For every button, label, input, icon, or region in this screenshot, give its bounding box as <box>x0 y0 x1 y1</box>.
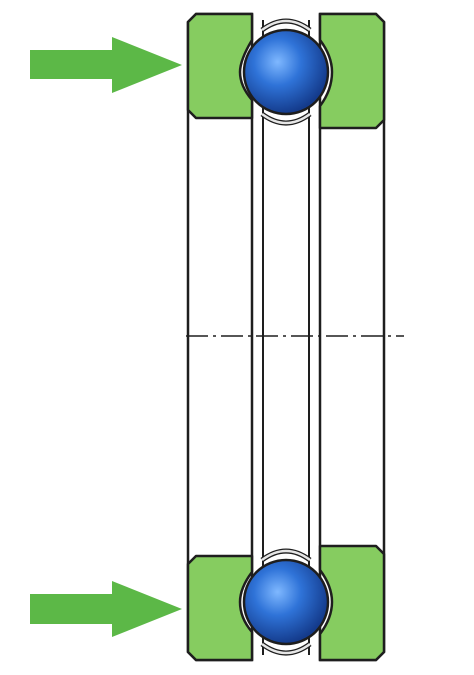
cage <box>262 20 310 655</box>
ball-top <box>242 28 330 116</box>
shaft-washer-raceway-top <box>186 12 254 120</box>
cage-pocket-top <box>260 18 312 126</box>
housing-washer-raceway-top <box>318 12 386 130</box>
load-arrow-bottom <box>30 581 182 637</box>
ball-bottom <box>242 558 330 646</box>
housing-washer-raceway-bottom <box>318 544 386 662</box>
cage-pocket-bottom <box>260 548 312 656</box>
load-arrow-top <box>30 37 182 93</box>
shaft-washer-raceway-bottom <box>186 554 254 662</box>
